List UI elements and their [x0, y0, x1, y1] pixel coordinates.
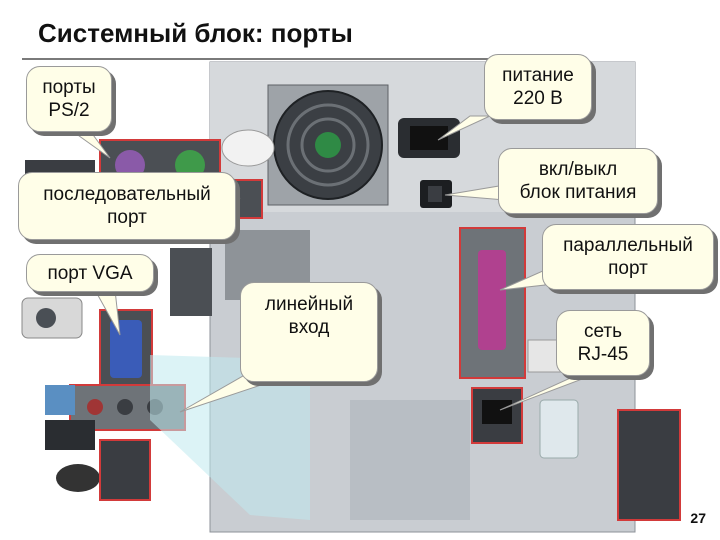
callout-switch-text: вкл/выкл блок питания	[519, 159, 637, 203]
highlight-panel	[150, 355, 310, 520]
speaker-icon	[170, 248, 212, 316]
callout-vga-text: порт VGA	[47, 262, 133, 284]
callout-parallel: параллельный порт	[542, 224, 714, 290]
title-divider	[22, 58, 502, 60]
camera-icon	[45, 420, 95, 450]
power-socket-icon	[398, 118, 460, 158]
callout-serial-text: последовательный порт	[43, 184, 211, 228]
network-port-icon	[471, 387, 523, 444]
callout-network: сеть RJ-45	[556, 310, 650, 376]
page-number: 27	[690, 510, 706, 526]
callout-ps2: порты PS/2	[26, 66, 112, 132]
usb-ports-right-icon	[617, 409, 681, 521]
callout-ps2-text: порты PS/2	[42, 77, 96, 121]
usb-ports-left-icon	[99, 439, 151, 501]
callout-network-text: сеть RJ-45	[577, 321, 629, 365]
callout-parallel-text: параллельный порт	[563, 235, 693, 279]
pointer-power	[437, 115, 491, 141]
callout-switch: вкл/выкл блок питания	[498, 148, 658, 214]
cd-icon	[45, 385, 75, 415]
case-lower	[350, 400, 470, 520]
projector-icon	[21, 297, 83, 339]
callout-power-text: питание 220 В	[502, 65, 574, 109]
rj45-plug-icon	[539, 399, 579, 459]
fan-icon	[267, 84, 389, 206]
usb-mouse-icon	[56, 464, 100, 492]
callout-line-in-text: линейный вход	[264, 294, 354, 338]
mouse-icon	[221, 129, 275, 167]
parallel-port-icon	[459, 227, 526, 379]
power-switch-icon	[420, 180, 452, 208]
vga-port-icon	[99, 309, 153, 391]
callout-vga: порт VGA	[26, 254, 154, 292]
callout-serial: последовательный порт	[18, 172, 236, 240]
slide-title: Системный блок: порты	[38, 18, 353, 48]
callout-power: питание 220 В	[484, 54, 592, 120]
callout-line-in: линейный вход	[240, 282, 378, 382]
